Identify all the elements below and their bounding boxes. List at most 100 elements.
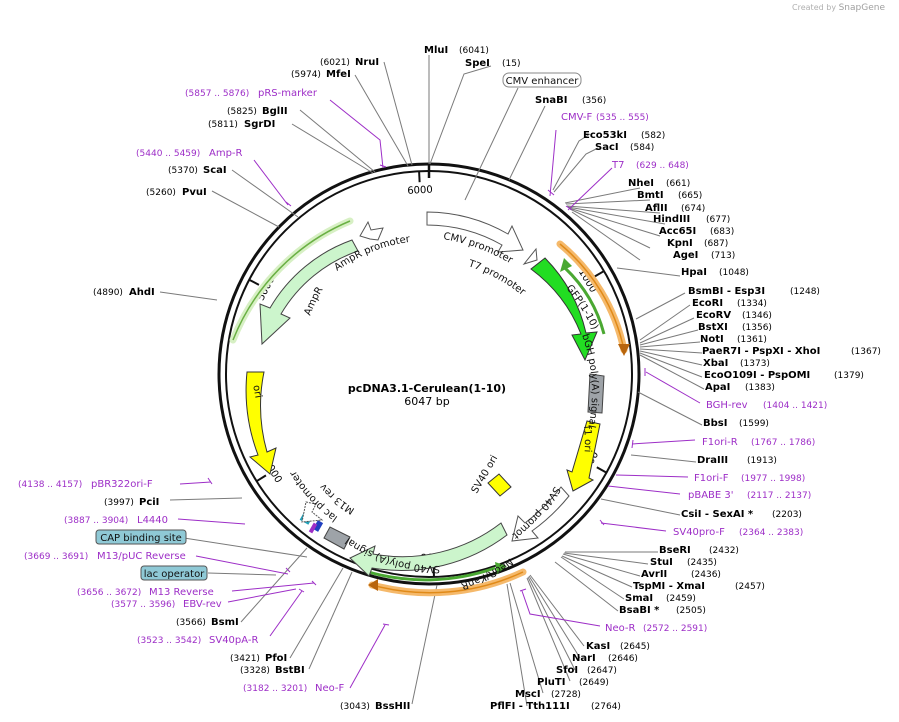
bgh-polyA-box — [587, 373, 605, 414]
site-nrui: (6021)NruI — [320, 57, 379, 68]
plasmid-name: pcDNA3.1-Cerulean(1-10) — [348, 382, 506, 395]
site-paer7i: PaeR7I - PspXI - XhoI(1367) — [702, 346, 881, 357]
site-pfoi: (3421)PfoI — [230, 653, 287, 664]
ampr-promoter-arrow — [359, 220, 384, 241]
site-xbai: XbaI(1373) — [703, 358, 770, 369]
site-bbsi: BbsI(1599) — [703, 418, 769, 429]
cmv-enhancer-leader — [464, 87, 519, 201]
site-ahdi: (4890)AhdI — [93, 287, 155, 298]
t7-promoter-arrow — [522, 247, 538, 265]
gfp-strand-head — [560, 258, 572, 272]
site-snabi: SnaBI(356) — [535, 95, 606, 106]
boxed-label-lac-operator[interactable]: lac operator — [140, 565, 208, 581]
f1-ori-arrow — [566, 420, 601, 492]
site-msci: MscI(2728) — [515, 689, 581, 700]
site-saci: SacI(584) — [595, 142, 654, 153]
tick-mark — [256, 474, 267, 483]
gfp-arrow — [530, 257, 598, 362]
primer-pbr322ori-f: (4138 .. 4157)pBR322ori-F — [18, 479, 153, 490]
site-tspmi: TspMI - XmaI(2457) — [633, 581, 765, 592]
neo-strand-arrow — [364, 566, 496, 582]
site-bsabi: BsaBI *(2505) — [619, 605, 706, 616]
primer-sv40pa-r: (3523 .. 3542)SV40pA-R — [137, 635, 258, 646]
boxed-label-cap-binding-site[interactable]: CAP binding site — [95, 529, 187, 545]
site-bsshii: (3043)BssHII — [340, 701, 410, 712]
primer-f1ori-r: F1ori-R(1767 .. 1786) — [702, 437, 815, 448]
label-ori: ori — [250, 384, 263, 399]
site-spei: SpeI(15) — [465, 58, 520, 69]
orf-band-neo-head — [368, 579, 378, 591]
ampr-arrow — [259, 239, 359, 346]
lac-operator-leader — [207, 572, 277, 576]
site-agei: AgeI(713) — [673, 250, 735, 261]
tick-mark — [593, 270, 605, 278]
site-nhei: NheI(661) — [628, 178, 690, 189]
site-labels[interactable]: MluI(6041) SpeI(15) SnaBI(356) Eco53kI(5… — [93, 45, 881, 712]
site-eco53ki: Eco53kI(582) — [583, 130, 665, 141]
primer-prs-marker: (5857 .. 5876)pRS-marker — [185, 88, 318, 99]
snapgene-watermark[interactable]: Created by SnapGene — [792, 3, 885, 13]
site-bmti: BmtI(665) — [637, 190, 702, 201]
sv40-polyA-box — [323, 526, 351, 550]
site-bstxi: BstXI(1356) — [698, 322, 772, 333]
orf-band-neo-inner — [371, 571, 524, 594]
primer-pbabe3: pBABE 3'(2117 .. 2137) — [688, 490, 811, 501]
svg-text:CMV enhancer: CMV enhancer — [506, 76, 580, 87]
primer-neo-f: (3182 .. 3201)Neo-F — [243, 683, 345, 694]
site-bstbi: (3328)BstBI — [240, 665, 305, 676]
site-bglii: (5825)BglII — [227, 106, 288, 117]
site-bseri: BseRI(2432) — [659, 545, 739, 556]
primer-labels[interactable]: CMV-F(535 .. 555) T7(629 .. 648) BGH-rev… — [18, 88, 827, 694]
boxed-label-cmv-enhancer[interactable]: CMV enhancer — [502, 72, 582, 88]
backbone-outer — [217, 162, 641, 586]
site-aflii: AflII(674) — [645, 203, 705, 214]
site-sfoi: SfoI(2647) — [556, 665, 617, 676]
gfp-strand-arrow — [563, 266, 606, 335]
primer-f1ori-f: F1ori-F(1977 .. 1998) — [694, 473, 805, 484]
label-ampr: AmpR — [302, 285, 325, 317]
sv40-ori-box — [487, 473, 512, 497]
site-stui: StuI(2435) — [650, 557, 717, 568]
site-hpai: HpaI(1048) — [681, 267, 749, 278]
label-t7-promoter: T7 promoter — [466, 258, 528, 298]
site-avrii: AvrII(2436) — [641, 569, 721, 580]
primer-ebv-rev: (3577 .. 3596)EBV-rev — [111, 599, 222, 610]
ori-arrow — [245, 371, 277, 475]
site-hindiii: HindIII(677) — [653, 214, 730, 225]
site-acc65i: Acc65I(683) — [659, 226, 734, 237]
site-mfei: (5974)MfeI — [291, 69, 351, 80]
orf-band-ampr-inner — [232, 220, 351, 341]
primer-m13-reverse: (3656 .. 3672)M13 Reverse — [77, 587, 214, 598]
snapgene-logo: SnapGene — [838, 3, 885, 13]
site-sgrdi: (5811)SgrDI — [208, 119, 275, 130]
site-bsmbi: BsmBI - Esp3I(1248) — [688, 286, 820, 297]
tick-label: 6000 — [407, 185, 433, 197]
site-ecoo109i: EcoO109I - PspOMI(1379) — [704, 370, 864, 381]
orf-band-gfp-head — [618, 344, 630, 356]
site-draiii: DraIII(1913) — [697, 455, 777, 466]
site-kpni: KpnI(687) — [667, 238, 728, 249]
primer-neo-r: Neo-R(2572 .. 2591) — [605, 623, 707, 634]
tick-mark — [596, 466, 607, 474]
lac-promoter-arrow — [301, 501, 324, 523]
primer-sv40pro-f: SV40pro-F(2364 .. 2383) — [673, 527, 803, 538]
site-pflfi: PflFI - Tth111I(2764) — [490, 701, 621, 712]
svg-text:CAP binding site: CAP binding site — [100, 533, 182, 544]
site-bsmi: (3566)BsmI — [176, 617, 239, 628]
primer-m13puc-reverse: (3669 .. 3691)M13/pUC Reverse — [24, 551, 186, 562]
primer-bgh-rev: BGH-rev(1404 .. 1421) — [706, 400, 827, 411]
primer-leaders — [177, 99, 701, 689]
site-apai: ApaI(1383) — [705, 382, 775, 393]
site-noti: NotI(1361) — [700, 334, 767, 345]
plasmid-size: 6047 bp — [404, 395, 449, 408]
label-f1-ori: f1 ori — [581, 425, 593, 452]
primer-l4440: (3887 .. 3904)L4440 — [64, 515, 168, 526]
site-ecori: EcoRI(1334) — [692, 298, 767, 309]
sv40-promoter-arrow — [511, 486, 570, 542]
orf-band-gfp-inner — [559, 243, 625, 351]
site-pvui: (5260)PvuI — [146, 187, 207, 198]
site-kasi: KasI(2645) — [586, 641, 650, 652]
cap-site-leader — [183, 537, 308, 558]
neokan-arrow — [349, 522, 508, 577]
